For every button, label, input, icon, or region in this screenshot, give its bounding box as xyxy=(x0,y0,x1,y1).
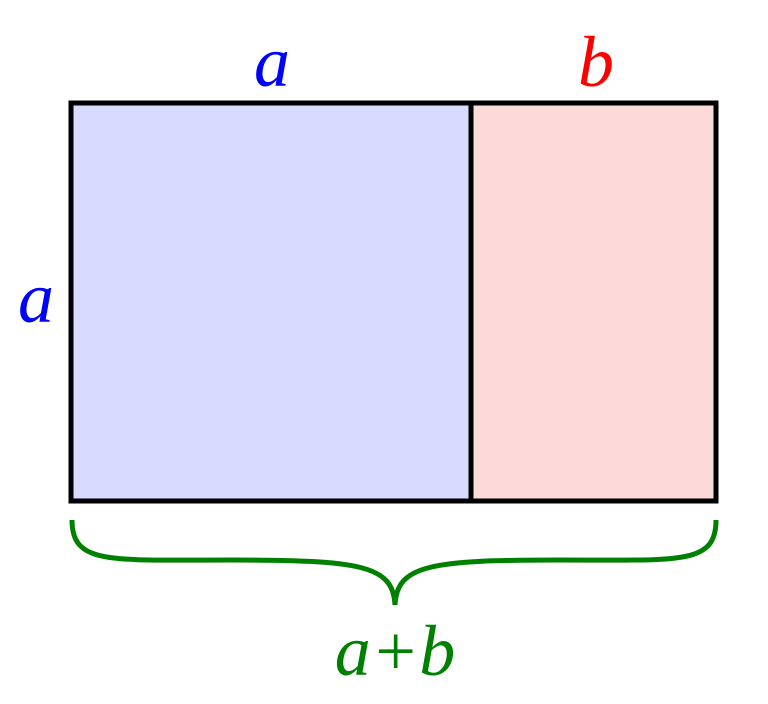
curly-brace xyxy=(69,519,719,606)
outer-rectangle xyxy=(68,100,719,504)
label-sum: a+b xyxy=(335,611,456,691)
rectangle-b xyxy=(471,103,716,501)
label-top-b: b xyxy=(578,22,614,102)
square-a xyxy=(71,103,471,501)
label-side-a: a xyxy=(18,258,54,338)
label-top-a: a xyxy=(254,22,290,102)
